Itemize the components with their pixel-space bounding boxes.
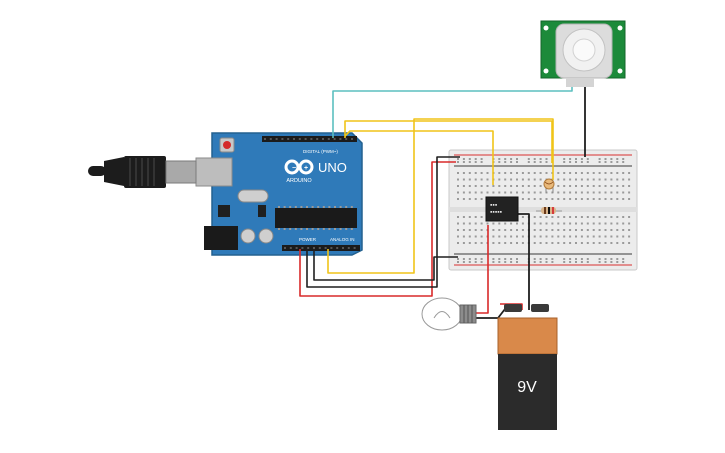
battery-9v[interactable]: 9V xyxy=(497,304,558,430)
arduino-model-text: UNO xyxy=(318,160,347,175)
arduino-uno-board[interactable]: − + ARDUINO UNO DIGITAL (PWM~) POWER ANA… xyxy=(195,132,363,256)
wire-yellow-relay xyxy=(344,130,494,185)
wire-black-battery xyxy=(514,213,530,310)
relay-module[interactable]: ▪▪▪ ▪▪▪▪▪ xyxy=(485,196,519,222)
svg-text:+: + xyxy=(304,165,308,172)
arduino-brand-text: ARDUINO xyxy=(286,178,312,184)
battery-voltage-label: 9V xyxy=(517,379,537,396)
breadboard-holes xyxy=(457,158,631,263)
wire-red-bulb xyxy=(476,225,489,314)
ldr-sensor-icon[interactable] xyxy=(543,178,555,193)
wire-teal xyxy=(332,76,573,138)
resistor-icon[interactable] xyxy=(536,207,562,214)
wire-red-power xyxy=(299,161,456,297)
usb-socket xyxy=(195,157,233,187)
svg-text:−: − xyxy=(292,165,296,172)
incandescent-bulb-icon[interactable] xyxy=(421,297,477,331)
svg-text:▪▪▪▪▪: ▪▪▪▪▪ xyxy=(490,209,502,214)
atmega-chip xyxy=(275,208,357,228)
svg-text:▪▪▪: ▪▪▪ xyxy=(490,202,497,207)
arduino-infinity-logo xyxy=(284,159,314,175)
power-header-label: POWER xyxy=(299,237,317,242)
power-jack xyxy=(204,226,238,250)
wire-yellow-ldr xyxy=(327,118,554,274)
digital-header-label: DIGITAL (PWM~) xyxy=(303,149,338,154)
wire-yellow-pir xyxy=(344,120,553,163)
usb-b-plug-icon xyxy=(88,156,197,188)
pir-motion-sensor[interactable] xyxy=(540,20,626,87)
wire-black-gnd-2 xyxy=(313,249,458,281)
wire-black-gnd-1 xyxy=(306,156,460,288)
analog-header-label: ANALOG IN xyxy=(330,237,355,242)
pir-dome-lens-icon xyxy=(555,23,613,79)
